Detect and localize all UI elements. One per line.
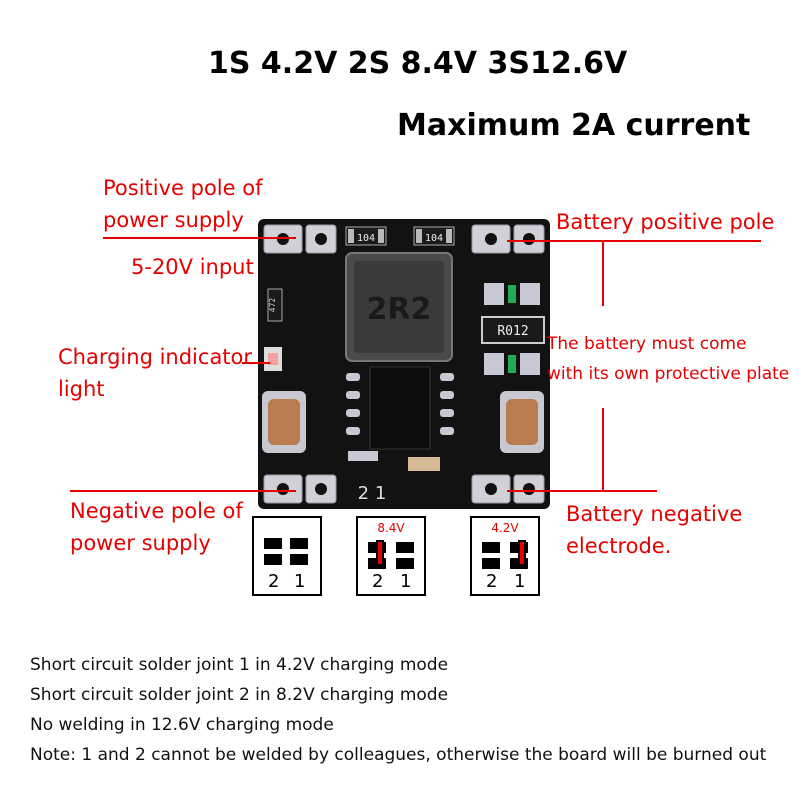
note-line: Note: 1 and 2 cannot be welded by collea… [30, 745, 767, 765]
note-line: Short circuit solder joint 1 in 4.2V cha… [30, 655, 449, 675]
positive-pole-label-line2: power supply [103, 208, 244, 232]
battery-negative-label-line2: electrode. [566, 534, 672, 558]
jumper-pad-1: 1 [294, 571, 306, 592]
jumper-pad-2: 2 [372, 571, 384, 592]
battery-positive-pointer [507, 240, 761, 242]
resistor-label: 104 [425, 233, 443, 244]
negative-pole-label-line1: Negative pole of [70, 499, 243, 523]
jumper-tag: 4.2V [491, 521, 519, 535]
indicator-pointer [242, 362, 270, 364]
jumper-pad-1: 1 [514, 571, 526, 592]
jumper-tag: 8.4V [377, 521, 405, 535]
jumper-pad-2: 2 [486, 571, 498, 592]
solder-pad-numbers: 2 1 [358, 483, 387, 504]
negative-pole-label-line2: power supply [70, 531, 211, 555]
positive-pole-label-line1: Positive pole of [103, 176, 263, 200]
indicator-label-line1: Charging indicator [58, 345, 253, 369]
protective-plate-label-line2: with its own protective plate [547, 364, 790, 384]
jumper-diagram-8v4: 8.4V 2 1 [356, 516, 426, 596]
voltage-title: 1S 4.2V 2S 8.4V 3S12.6V [208, 46, 628, 81]
battery-negative-pointer [507, 490, 657, 492]
notes-list: Short circuit solder joint 1 in 4.2V cha… [30, 650, 766, 770]
resistor-label: 104 [357, 233, 375, 244]
resistor-label: 472 [268, 298, 277, 313]
jumper-diagram-12v6: 2 1 [252, 516, 322, 596]
battery-negative-label-line1: Battery negative [566, 502, 743, 526]
input-range-label: 5-20V input [131, 255, 254, 279]
battery-negative-pointer-vertical [602, 408, 604, 490]
resistor-label: R012 [497, 324, 528, 339]
note-line: Short circuit solder joint 2 in 8.2V cha… [30, 685, 449, 705]
current-title: Maximum 2A current [397, 108, 751, 143]
positive-pole-pointer [103, 237, 296, 239]
battery-positive-pointer-vertical [602, 240, 604, 306]
jumper-pad-2: 2 [268, 571, 280, 592]
indicator-label-line2: light [58, 377, 105, 401]
inductor-marking: 2R2 [367, 292, 432, 327]
jumper-pad-1: 1 [400, 571, 412, 592]
jumper-diagram-4v2: 4.2V 2 1 [470, 516, 540, 596]
battery-positive-label: Battery positive pole [556, 210, 775, 234]
negative-pole-pointer [70, 490, 296, 492]
note-line: No welding in 12.6V charging mode [30, 715, 334, 735]
protective-plate-label-line1: The battery must come [547, 334, 747, 354]
pcb-board: 104 104 2R2 472 R012 2 1 [258, 219, 550, 509]
